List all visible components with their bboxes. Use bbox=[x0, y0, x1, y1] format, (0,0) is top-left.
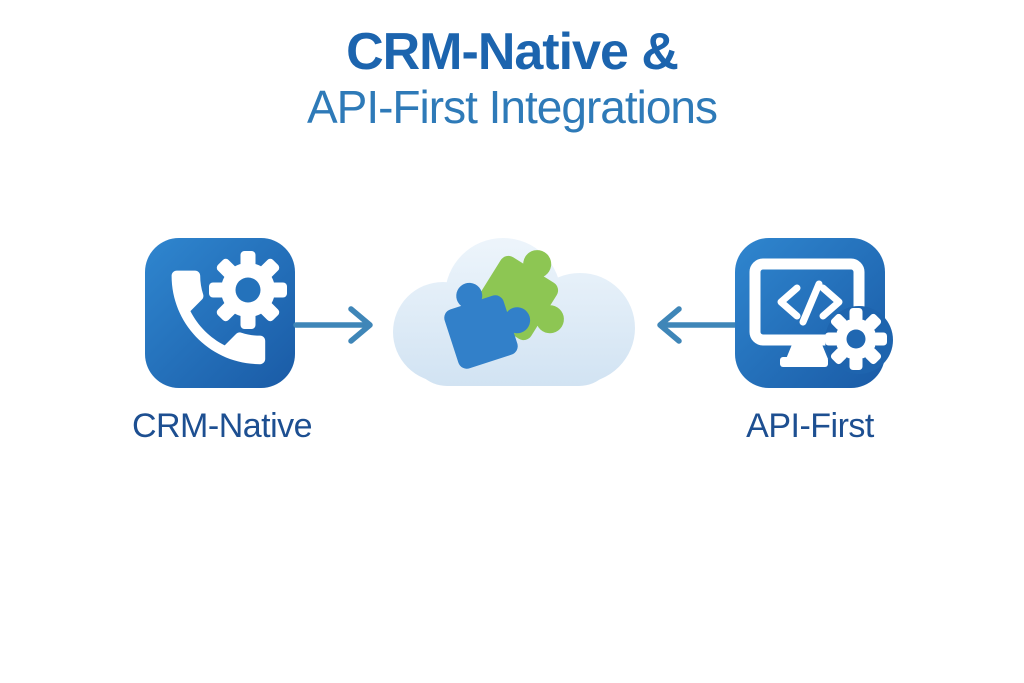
page-title: CRM-Native & API-First Integrations bbox=[0, 22, 1024, 132]
right-arrow-icon bbox=[293, 306, 373, 344]
crm-to-cloud-arrow bbox=[293, 302, 377, 348]
api-to-cloud-arrow bbox=[650, 302, 740, 348]
phone-gear-icon bbox=[145, 238, 295, 388]
crm-native-node bbox=[145, 238, 295, 388]
code-icon bbox=[777, 280, 843, 326]
api-first-label: API-First bbox=[746, 407, 874, 445]
left-arrow-icon bbox=[657, 306, 740, 344]
gear-icon bbox=[825, 308, 887, 370]
api-first-node bbox=[735, 238, 893, 388]
integration-cloud-node bbox=[383, 228, 641, 394]
monitor-icon bbox=[749, 258, 865, 367]
monitor-code-gear-icon bbox=[735, 238, 893, 388]
cloud-puzzle-icon bbox=[393, 238, 635, 386]
gear-icon bbox=[209, 251, 287, 329]
puzzle-blue-piece bbox=[444, 282, 531, 369]
title-line-1: CRM-Native & bbox=[346, 23, 679, 81]
title-line-2: API-First Integrations bbox=[306, 81, 718, 134]
phone-icon bbox=[171, 270, 266, 365]
crm-native-label: CRM-Native bbox=[131, 407, 313, 445]
